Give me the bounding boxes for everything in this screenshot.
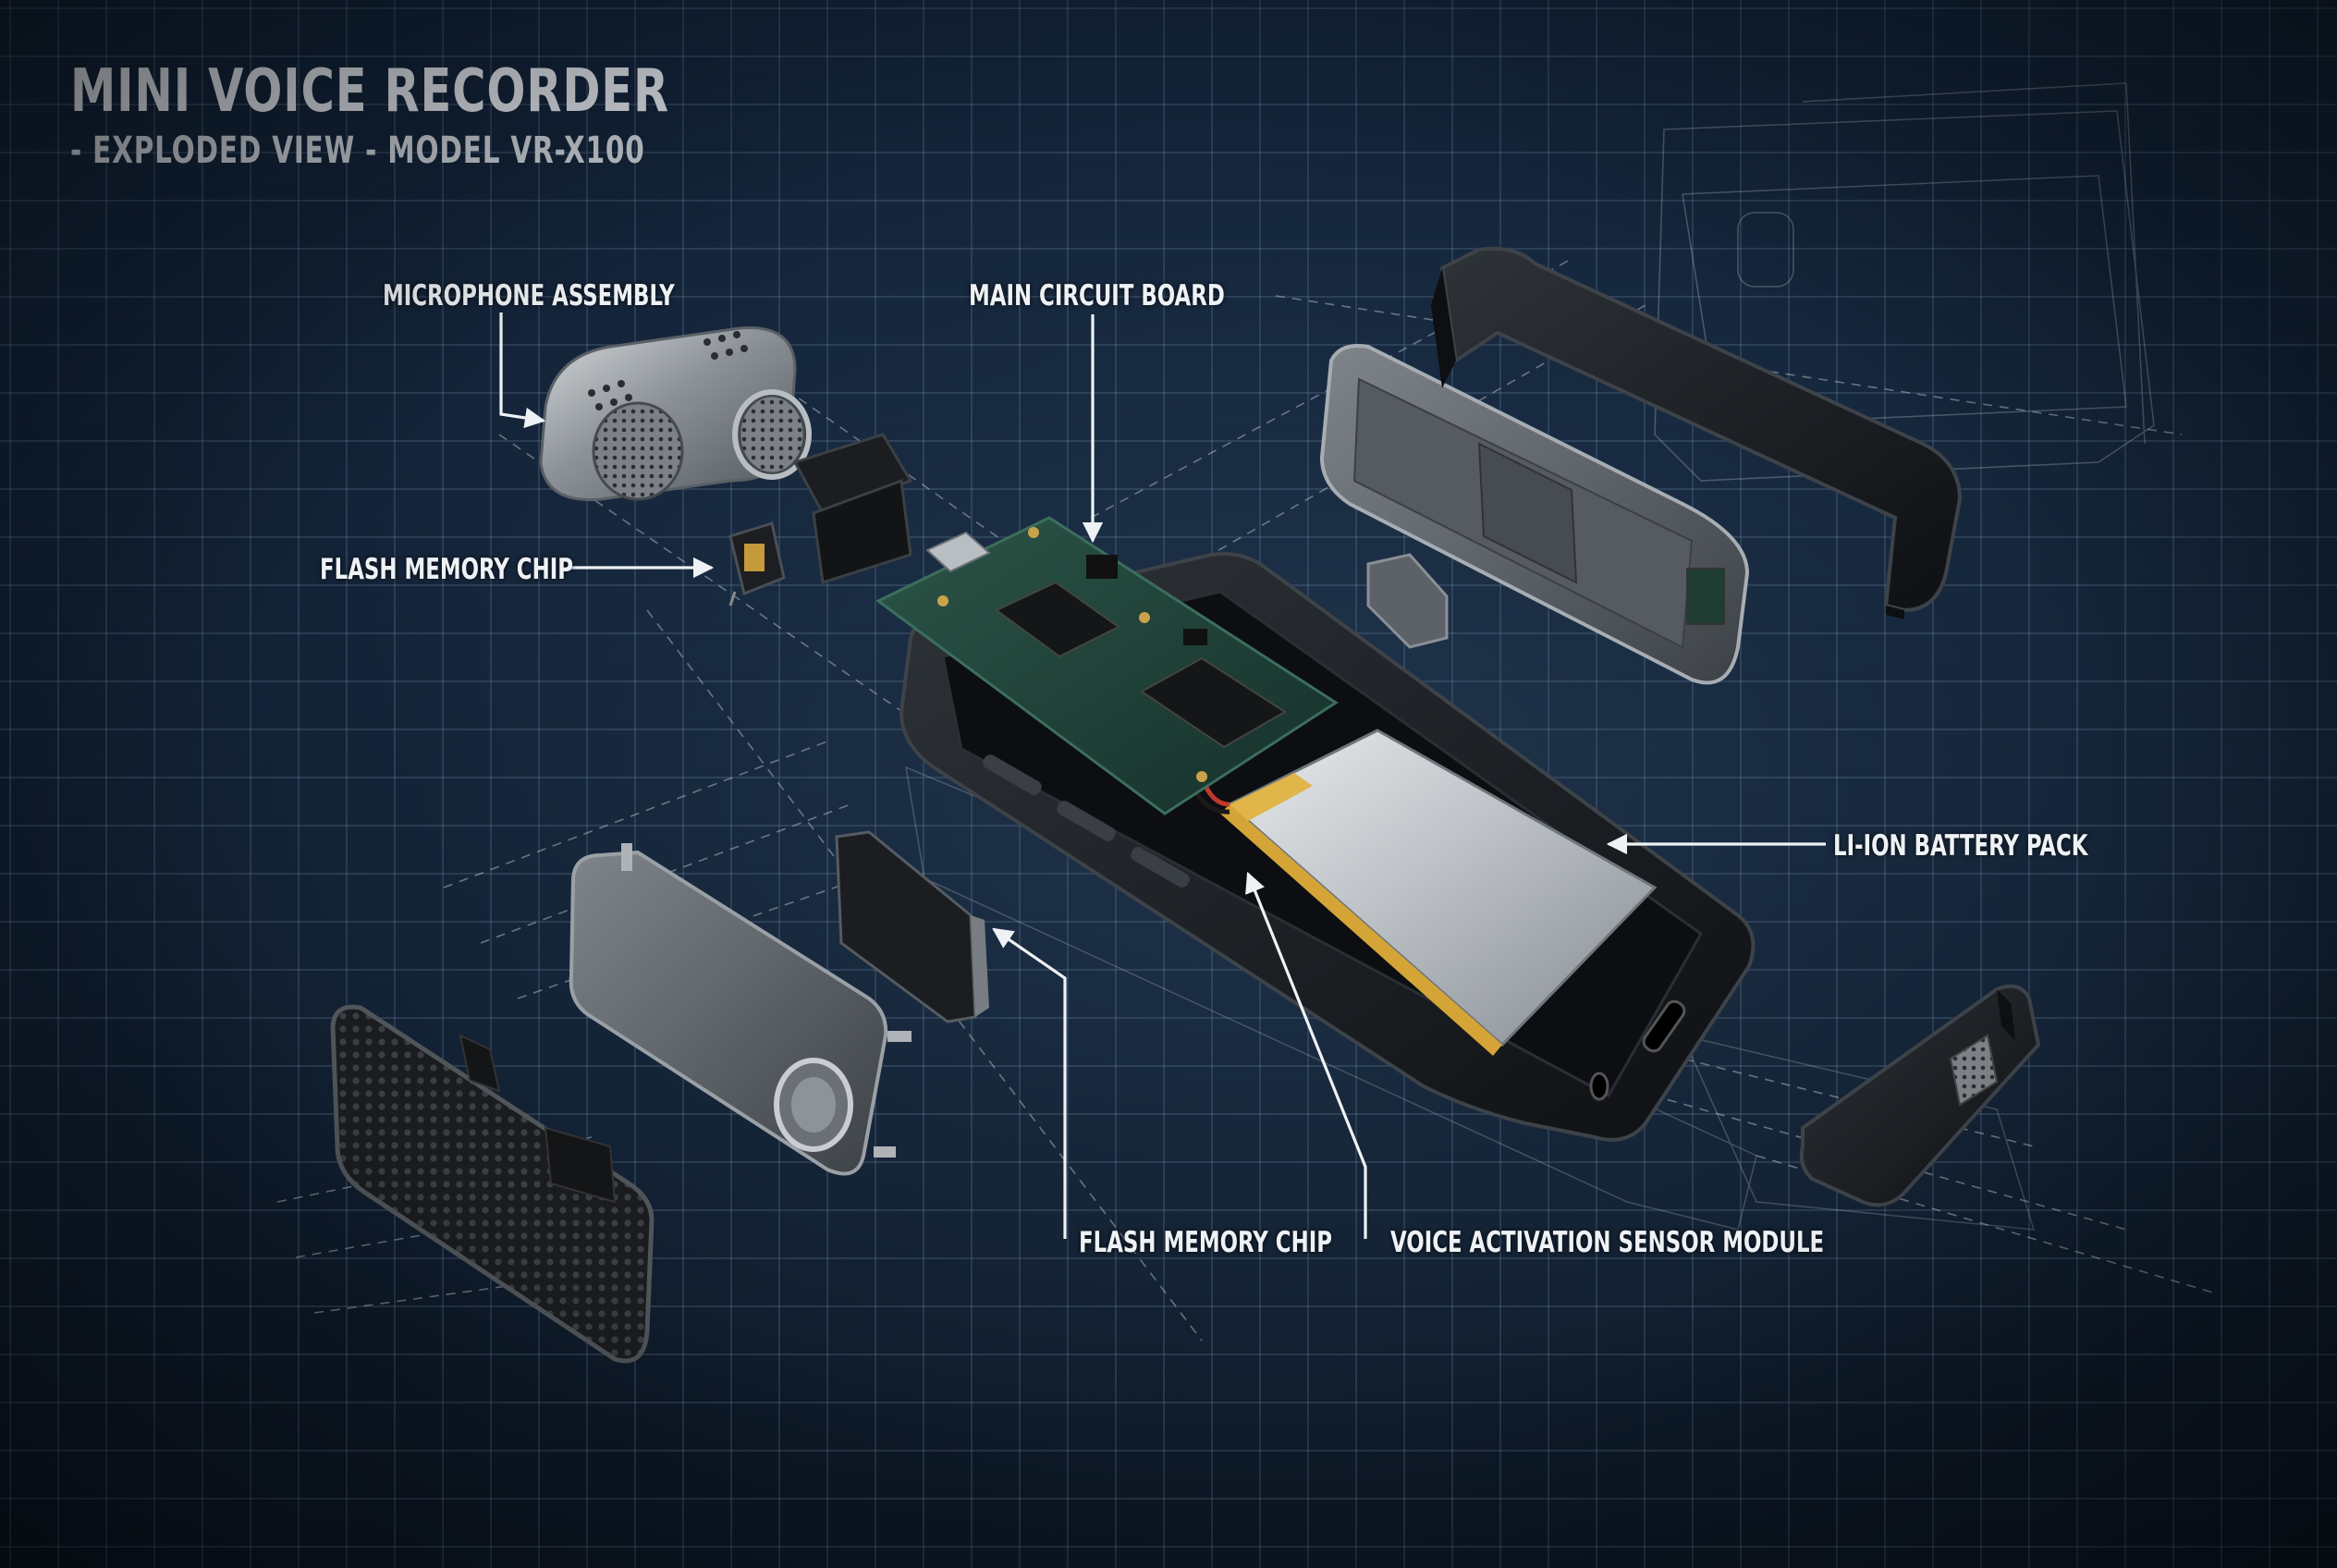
callout-li-ion-battery-pack: LI-ION BATTERY PACK (1833, 829, 2088, 863)
callout-main-circuit-board: MAIN CIRCUIT BOARD (969, 279, 1225, 312)
audio-jack (1589, 1072, 1609, 1101)
callout-voice-activation-sensor-module: VOICE ACTIVATION SENSOR MODULE (1390, 1226, 1825, 1259)
diagram-title: MINI VOICE RECORDER (70, 57, 669, 126)
component (1086, 555, 1118, 579)
flash-memory-chip-small (728, 521, 786, 606)
mic-grille (592, 401, 684, 501)
callout-flash-memory-chip-top: FLASH MEMORY CHIP (320, 553, 573, 586)
callout-flash-memory-chip-bottom: FLASH MEMORY CHIP (1079, 1226, 1332, 1259)
microphone-assembly (539, 326, 913, 584)
sensor-chip-small (1366, 553, 1449, 649)
end-cap (1799, 984, 2041, 1207)
mesh-speaker-panel (330, 1004, 655, 1364)
diagram-subtitle: - EXPLODED VIEW - MODEL VR-X100 (70, 129, 645, 172)
component (1183, 629, 1207, 645)
callout-microphone-assembly: MICROPHONE ASSEMBLY (383, 279, 675, 312)
